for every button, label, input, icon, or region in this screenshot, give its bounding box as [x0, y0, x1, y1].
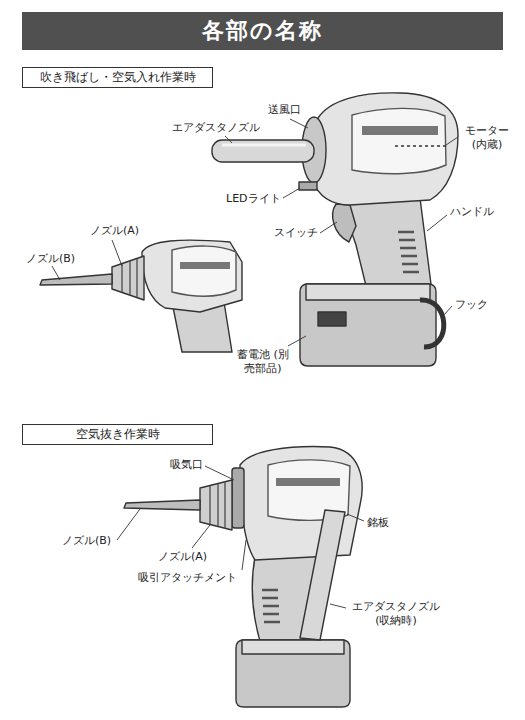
- leader-line: [112, 240, 122, 266]
- tool-blow: [222, 144, 306, 147]
- part-label: 蓄電池 (別売部品): [232, 348, 294, 376]
- part-label: エアダスタノズル (収納時): [350, 600, 442, 628]
- part-name: スイッチ: [274, 226, 318, 239]
- leader-line: [117, 509, 140, 540]
- leader-line: [52, 266, 60, 280]
- part-label: モーター (内蔵): [461, 124, 513, 152]
- part-label: 送風口: [268, 103, 301, 117]
- tool-suction: [242, 640, 344, 654]
- tool-blow: [312, 93, 458, 205]
- leader-line: [443, 306, 452, 316]
- tool-suction: [262, 590, 280, 622]
- tool-suction: [276, 478, 340, 486]
- part-name: 吸引アタッチメント: [138, 571, 237, 584]
- tool-blow: [212, 140, 314, 162]
- title-banner: 各部の名称: [22, 12, 503, 50]
- section-heading: 吹き飛ばし・空気入れ作業時: [40, 69, 196, 86]
- tool-inflate: [180, 262, 230, 269]
- part-label: ハンドル: [450, 205, 494, 219]
- tool-inflate: [122, 259, 137, 297]
- leader-line: [52, 119, 458, 608]
- leader-line: [283, 188, 300, 198]
- leader-line: [192, 525, 210, 548]
- leader-line: [242, 540, 246, 570]
- tool-inflate: [142, 240, 242, 312]
- tool-suction: [232, 468, 244, 528]
- tool-blow: [340, 198, 432, 294]
- part-name: 銘板: [367, 516, 389, 529]
- tool-blow: [362, 126, 438, 135]
- part-label: ノズル(B): [26, 252, 75, 266]
- part-name: ノズル(A): [158, 550, 207, 563]
- leader-line: [330, 604, 346, 608]
- leader-line: [347, 514, 364, 521]
- part-name: モーター (内蔵): [465, 124, 509, 151]
- part-name: フック: [455, 298, 488, 311]
- part-label: ノズル(A): [158, 550, 207, 564]
- tool-suction: [210, 482, 225, 528]
- tool-inflate: [172, 246, 236, 296]
- part-name: ノズル(B): [62, 534, 111, 547]
- part-name: 送風口: [268, 103, 301, 116]
- leader-line: [205, 466, 234, 480]
- part-label: スイッチ: [274, 226, 318, 240]
- part-name: 吸気口: [170, 458, 203, 471]
- section-heading: 空気抜き作業時: [76, 426, 160, 443]
- section-box: 空気抜き作業時: [22, 424, 213, 445]
- part-label: ノズル(B): [62, 534, 111, 548]
- part-name: ノズル(B): [26, 252, 75, 265]
- tool-suction: [124, 500, 200, 510]
- leader-line: [320, 222, 337, 233]
- part-name: LEDライト: [226, 192, 281, 205]
- part-label: エアダスタノズル: [172, 121, 260, 135]
- tool-blow: [318, 312, 346, 326]
- tool-suction: [300, 510, 345, 640]
- part-label: ノズル(A): [90, 224, 139, 238]
- leader-line: [446, 137, 458, 145]
- part-label: 吸気口: [170, 458, 203, 472]
- title: 各部の名称: [202, 16, 323, 46]
- tool-suction: [240, 447, 362, 560]
- leader-line: [288, 336, 306, 346]
- part-label: フック: [455, 298, 488, 312]
- leader-line: [225, 136, 232, 143]
- tool-blow: [306, 284, 430, 300]
- section-box: 吹き飛ばし・空気入れ作業時: [22, 67, 213, 88]
- tool-blow: [398, 232, 419, 272]
- tool-suction: [236, 640, 350, 707]
- tool-blow: [420, 300, 444, 347]
- part-name: 蓄電池 (別売部品): [237, 348, 289, 375]
- tool-blow: [395, 145, 448, 146]
- leader-line: [427, 215, 447, 231]
- leader-line: [290, 119, 308, 128]
- part-name: エアダスタノズル (収納時): [352, 600, 440, 627]
- tool-suction: [200, 480, 232, 530]
- tool-inflate: [112, 256, 144, 300]
- part-label: 吸引アタッチメント: [138, 571, 237, 585]
- part-name: ノズル(A): [90, 224, 139, 237]
- part-name: エアダスタノズル: [172, 121, 260, 134]
- tool-inflate: [40, 274, 112, 285]
- tool-blow: [352, 108, 446, 173]
- part-label: 銘板: [367, 516, 389, 530]
- tool-blow: [299, 182, 317, 190]
- tool-blow: [300, 284, 436, 366]
- tool-suction: [124, 447, 362, 707]
- part-name: ハンドル: [450, 205, 494, 218]
- part-label: LEDライト: [226, 192, 281, 206]
